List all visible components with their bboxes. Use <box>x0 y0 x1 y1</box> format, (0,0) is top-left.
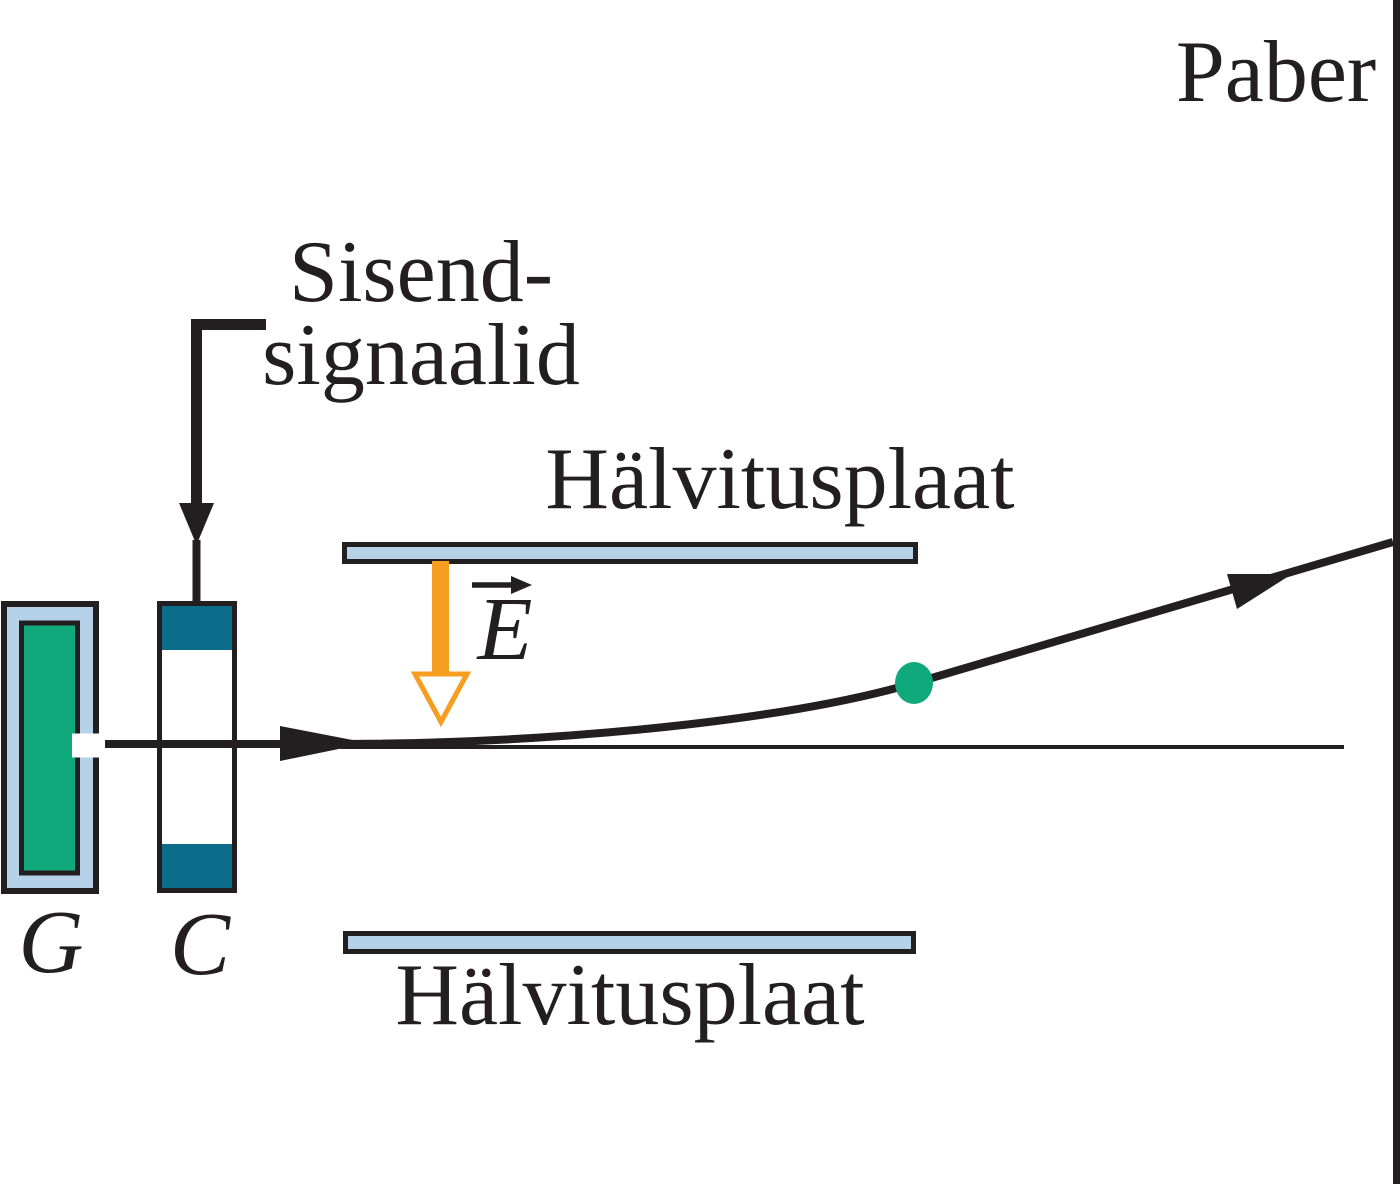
electron-trajectory-curve <box>329 538 1395 748</box>
control-electrode-teal-bottom <box>160 844 234 891</box>
beam-arrowhead-icon <box>280 726 368 761</box>
e-field-arrow-shaft <box>432 561 449 676</box>
input-signals-label-line1: Sisend- <box>289 224 553 321</box>
deflection-plate-bottom-label: Hälvitusplaat <box>395 947 865 1044</box>
deflection-plate-top-label: Hälvitusplaat <box>545 431 1015 528</box>
paper-label: Paber <box>1175 24 1377 121</box>
electron-dot <box>895 662 933 704</box>
cathode-block <box>19 620 80 876</box>
deflection-plate-bottom <box>343 931 916 954</box>
trajectory-arrowhead-icon <box>1227 574 1292 609</box>
e-field-arrowhead-icon <box>410 671 472 728</box>
e-vector-arrowhead-icon <box>511 576 532 594</box>
control-electrode-label: C <box>169 895 231 994</box>
input-signal-arrowhead-icon <box>179 503 214 545</box>
electron-gun-label: G <box>18 893 84 992</box>
input-signal-wire <box>191 319 266 508</box>
input-signals-label-line2: signaalid <box>262 307 580 404</box>
gun-exit-gap <box>72 733 106 758</box>
deflection-plate-top <box>342 542 918 564</box>
control-electrode-teal-top <box>160 604 234 650</box>
e-field-label: E <box>477 580 533 679</box>
